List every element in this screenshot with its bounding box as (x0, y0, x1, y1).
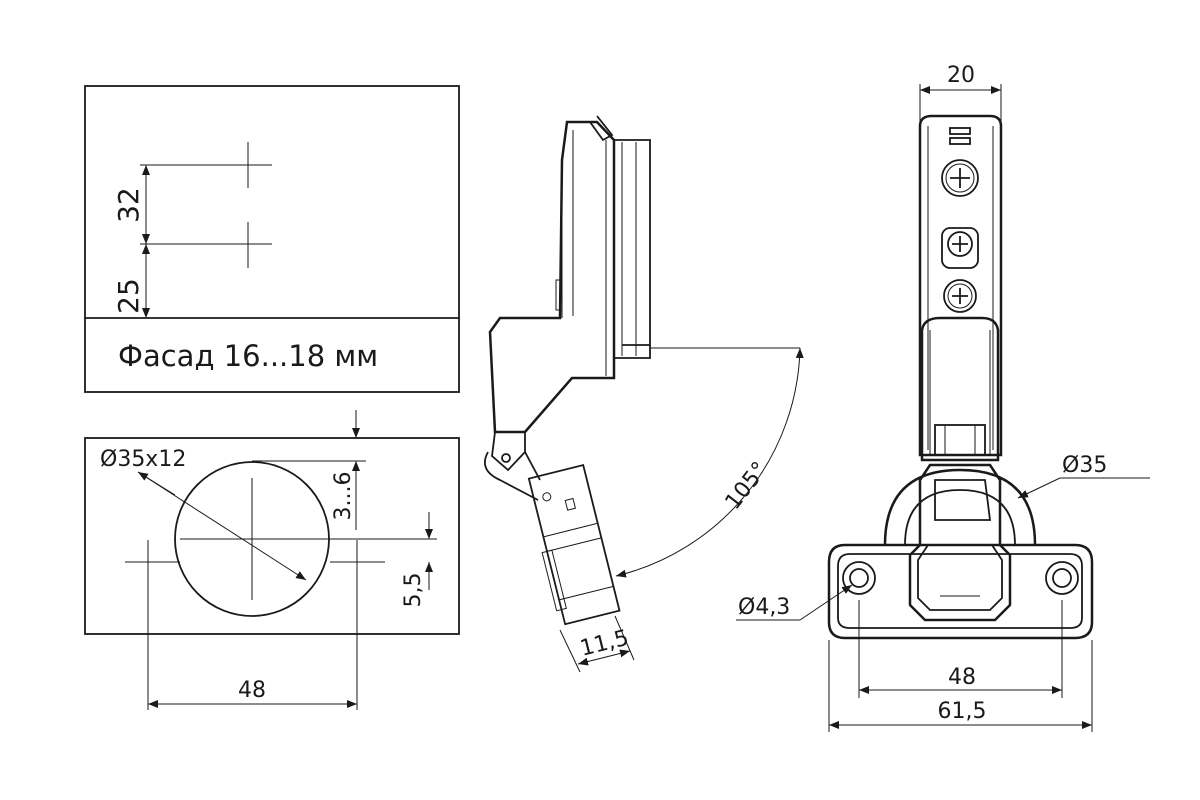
dim-20-label: 20 (947, 63, 975, 88)
dim-61-5-label: 61,5 (938, 699, 987, 724)
hinge-front-view: 20 (736, 63, 1150, 732)
dim-11-5-label: 11,5 (578, 626, 632, 662)
cup-panel-outline (84, 437, 460, 635)
mounting-hole-left (842, 561, 876, 595)
facade-thickness-label: Фасад 16...18 мм (118, 339, 378, 373)
opening-angle-label: 105° (721, 457, 773, 514)
cup-diameter-label: Ø35x12 (100, 447, 186, 472)
dim-48-label: 48 (238, 678, 266, 703)
d35-leader (1017, 477, 1061, 499)
d35-label: Ø35 (1062, 453, 1107, 478)
dim-front-48-label: 48 (948, 665, 976, 690)
d4-3-leader (799, 584, 853, 621)
facade-view: 32 25 Фасад 16...18 мм (84, 85, 460, 393)
d4-3-label: Ø4,3 (738, 595, 790, 620)
dim-32-label: 32 (112, 187, 145, 223)
cup-diameter-leader (137, 471, 307, 581)
dim-5-5-label: 5,5 (401, 573, 426, 608)
dim-offset-label: 3...6 (331, 472, 356, 521)
opening-angle-arc (615, 347, 804, 578)
cup-view: Ø35x12 3...6 5,5 48 (84, 410, 460, 710)
dim-11-5-line (577, 649, 631, 666)
hinge-side-view: 11,5 105° (484, 115, 804, 673)
facade-panel-outline (84, 85, 460, 393)
mounting-hole-right (1045, 561, 1079, 595)
dim-25-label: 25 (112, 278, 145, 314)
